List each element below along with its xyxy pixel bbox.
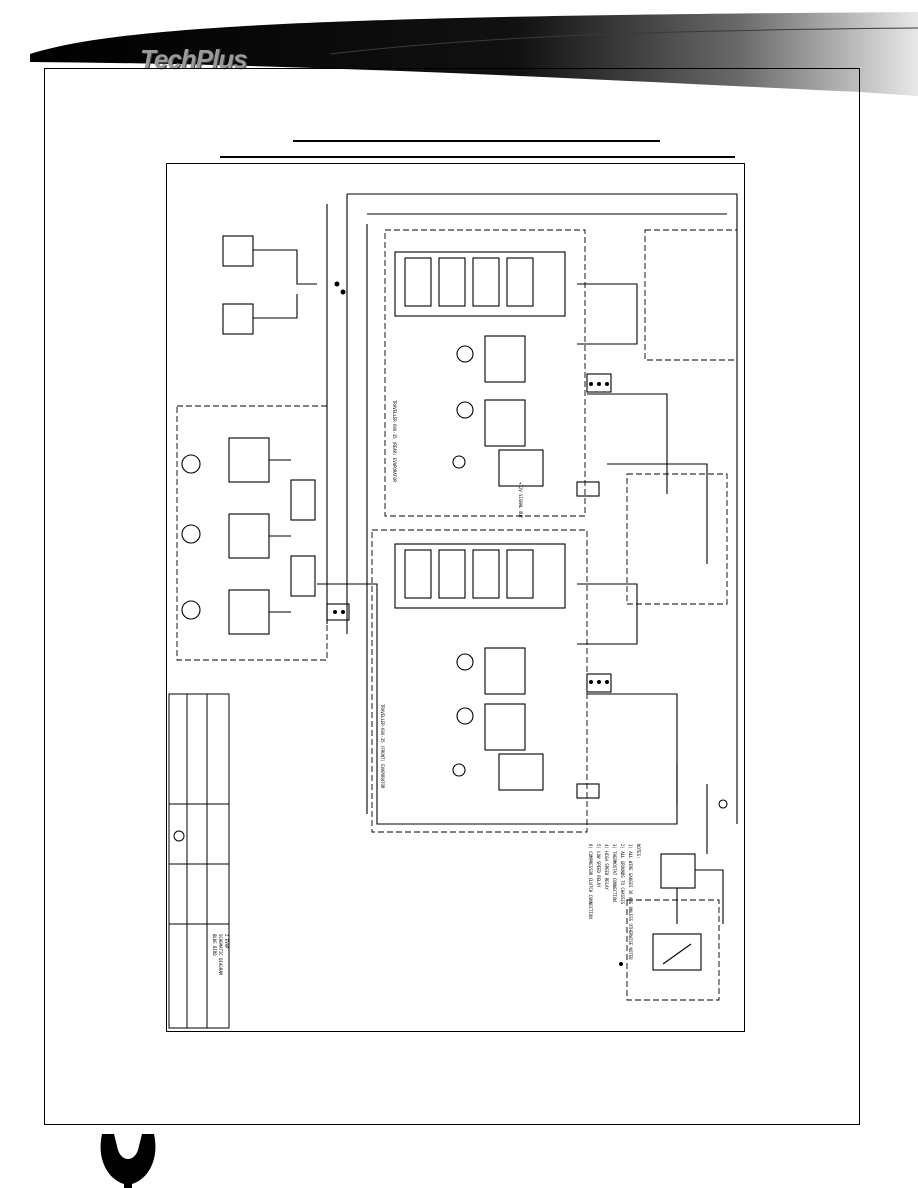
note-3: 3) THERMOSTAT CONNECTION xyxy=(612,844,617,902)
title-rule-top xyxy=(293,140,660,142)
schematic-drawing: TRAVELLER-600-35 (REAR) EVAPORATOR TRAVE… xyxy=(168,193,738,1029)
note-heading: NOTES: xyxy=(636,844,641,858)
note-2: 2) ALL GROUNDS TO CHASSIS xyxy=(620,844,625,905)
page-frame xyxy=(44,68,860,1125)
title-block-line2: SCHEMATIC DIAGRAM xyxy=(218,934,223,976)
title-block-line1: BLUE BIRD xyxy=(212,934,217,956)
title-block-line3: 2 EVAP xyxy=(224,934,229,949)
wrench-logo-icon xyxy=(100,1134,156,1188)
lower-evaporator-label: TRAVELLER-600-35 (FRONT) EVAPORATOR xyxy=(380,704,385,789)
upper-evaporator-label: TRAVELLER-600-35 (REAR) EVAPORATOR xyxy=(392,400,397,482)
note-5: 5) LOW SPEED RELAY xyxy=(596,844,601,888)
header-band xyxy=(30,12,918,96)
note-6: 6) COMPRESSOR CLUTCH CONNECTION xyxy=(588,844,593,919)
title-block: BLUE BIRD SCHEMATIC DIAGRAM 2 EVAP xyxy=(212,934,229,976)
schematic-notes: NOTES: 1) ALL WIRE GAUGES 16 AWG UNLESS … xyxy=(588,844,641,960)
note-1: 1) ALL WIRE GAUGES 16 AWG UNLESS OTHERWI… xyxy=(628,844,633,960)
note-4: 4) HIGH SPEED RELAY xyxy=(604,844,609,890)
title-rule-bottom xyxy=(220,156,735,158)
brand-logo: TechPlus xyxy=(140,44,248,74)
wiring-schematic: TRAVELLER-600-35 (REAR) EVAPORATOR TRAVE… xyxy=(166,163,745,1032)
signal-out-label: +12V SIGNAL OUT xyxy=(518,482,523,519)
